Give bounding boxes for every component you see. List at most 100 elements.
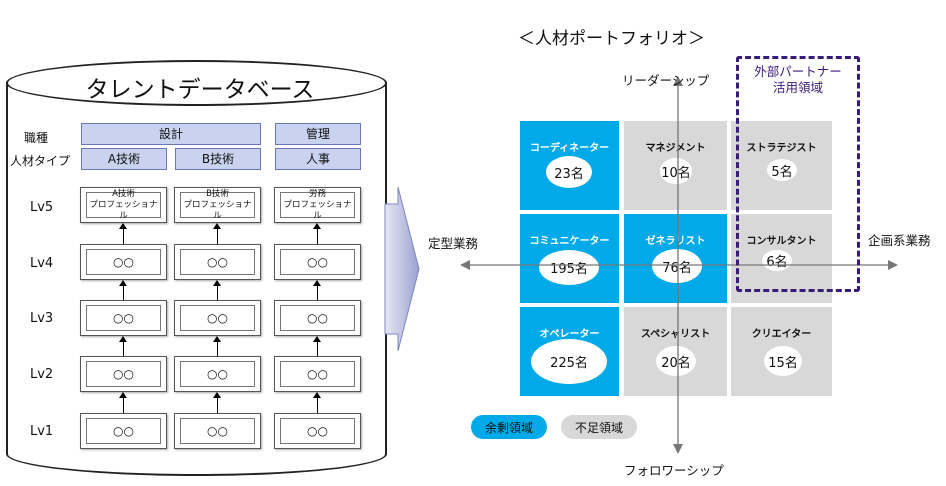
cell-placeholder: ○○	[180, 248, 255, 276]
lv4-cell-b: ○○	[174, 244, 261, 280]
axis-arrow-right-icon	[888, 260, 898, 270]
quadrant-management: マネジメント 10名	[624, 121, 727, 210]
lv3-cell-b: ○○	[174, 300, 261, 336]
cell-placeholder: ○○	[280, 248, 355, 276]
lv1-cell-b: ○○	[174, 413, 261, 449]
quadrant-title: マネジメント	[645, 143, 706, 154]
lv5-cell-line1: 労務	[308, 188, 326, 199]
level-label-lv4: Lv4	[30, 256, 54, 271]
level-up-arrow	[313, 392, 321, 413]
quadrant-title: ゼネラリスト	[645, 236, 706, 247]
level-up-arrow	[213, 280, 221, 300]
count-badge: 5名	[767, 159, 797, 181]
cell-placeholder: ○○	[86, 360, 161, 388]
quadrant-operator: オペレーター 225名	[520, 307, 619, 396]
cell-placeholder: ○○	[180, 360, 255, 388]
cell-placeholder: ○○	[86, 304, 161, 332]
job-type-design: 設計	[81, 123, 261, 145]
quadrant-title: クリエイター	[751, 329, 812, 340]
talent-type-hr: 人事	[275, 148, 361, 170]
talent-type-b-tech: B技術	[175, 148, 261, 170]
quadrant-generalist: ゼネラリスト 76名	[624, 214, 727, 303]
count-badge: 10名	[660, 158, 692, 184]
external-partner-label: 外部パートナー 活用領域	[754, 64, 842, 95]
lv5-cell-line2: プロフェッショナル	[183, 199, 252, 221]
axis-label-top: リーダーシップ	[622, 73, 710, 88]
lv5-cell-labor: 労務プロフェッショナル	[274, 187, 361, 223]
quadrant-title: コミュニケーター	[529, 236, 610, 247]
axis-arrow-up-icon	[673, 76, 683, 86]
lv4-cell-c: ○○	[274, 244, 361, 280]
lv1-cell-c: ○○	[274, 413, 361, 449]
lv5-cell-a-tech: A技術プロフェッショナル	[80, 187, 167, 223]
level-up-arrow	[119, 223, 127, 244]
level-up-arrow	[313, 280, 321, 300]
quadrant-strategist: ストラテジスト 5名	[731, 121, 832, 210]
cell-placeholder: ○○	[86, 417, 161, 445]
lv5-cell-line1: A技術	[112, 188, 135, 199]
axis-label-right: 企画系業務	[868, 233, 931, 248]
count-badge: 195名	[539, 250, 599, 285]
level-up-arrow	[213, 336, 221, 356]
row-label-talent-type: 人材タイプ	[10, 154, 71, 168]
portfolio-title: ＜人材ポートフォリオ＞	[518, 29, 705, 49]
count-badge: 20名	[656, 346, 696, 376]
count-badge: 225名	[531, 339, 607, 384]
axis-label-bottom: フォロワーシップ	[624, 463, 724, 478]
lv2-cell-c: ○○	[274, 356, 361, 392]
job-type-management: 管理	[275, 123, 361, 145]
quadrant-creator: クリエイター 15名	[731, 307, 832, 396]
row-label-job-type: 職種	[24, 131, 49, 145]
lv1-cell-a: ○○	[80, 413, 167, 449]
level-label-lv1: Lv1	[30, 424, 54, 439]
quadrant-title: ストラテジスト	[746, 143, 817, 154]
lv3-cell-a: ○○	[80, 300, 167, 336]
quadrant-consultant: コンサルタント 6名	[731, 214, 832, 303]
level-up-arrow	[313, 336, 321, 356]
lv2-cell-a: ○○	[80, 356, 167, 392]
level-up-arrow	[119, 280, 127, 300]
database-cylinder-top	[6, 60, 387, 106]
lv4-cell-a: ○○	[80, 244, 167, 280]
database-title: タレントデータベース	[85, 77, 315, 103]
talent-type-a-tech: A技術	[81, 148, 167, 170]
count-badge: 76名	[652, 249, 702, 283]
lv5-cell-line1: B技術	[206, 188, 229, 199]
lv5-cell-b-tech: B技術プロフェッショナル	[174, 187, 261, 223]
quadrant-title: オペレーター	[539, 329, 600, 340]
level-up-arrow	[313, 223, 321, 244]
level-up-arrow	[213, 223, 221, 244]
level-up-arrow	[119, 336, 127, 356]
count-badge: 23名	[546, 156, 592, 188]
level-label-lv3: Lv3	[30, 311, 54, 326]
external-partner-region	[736, 56, 860, 292]
quadrant-coordinator: コーディネーター 23名	[520, 121, 619, 210]
quadrant-title: コンサルタント	[746, 236, 817, 247]
transition-arrow-icon	[384, 186, 420, 352]
legend-shortage: 不足領域	[561, 415, 637, 439]
count-badge: 6名	[762, 250, 792, 271]
axes	[460, 76, 898, 454]
count-badge: 15名	[764, 346, 802, 376]
quadrant-title: スペシャリスト	[640, 329, 711, 340]
cell-placeholder: ○○	[180, 417, 255, 445]
cell-placeholder: ○○	[180, 304, 255, 332]
level-label-lv5: Lv5	[30, 200, 54, 215]
quadrant-specialist: スペシャリスト 20名	[624, 307, 727, 396]
quadrant-title: コーディネーター	[529, 143, 610, 154]
level-up-arrow	[119, 392, 127, 413]
axis-arrow-down-icon	[673, 444, 683, 454]
level-up-arrow	[213, 392, 221, 413]
cell-placeholder: ○○	[280, 304, 355, 332]
legend-surplus: 余剰領域	[471, 415, 547, 439]
level-label-lv2: Lv2	[30, 367, 54, 382]
lv5-cell-line2: プロフェッショナル	[283, 199, 352, 221]
axis-label-left: 定型業務	[428, 236, 479, 251]
quadrant-communicator: コミュニケーター 195名	[520, 214, 619, 303]
axis-arrow-left-icon	[460, 260, 470, 270]
lv5-cell-line2: プロフェッショナル	[89, 199, 158, 221]
cell-placeholder: ○○	[280, 417, 355, 445]
cell-placeholder: ○○	[86, 248, 161, 276]
cell-placeholder: ○○	[280, 360, 355, 388]
lv3-cell-c: ○○	[274, 300, 361, 336]
